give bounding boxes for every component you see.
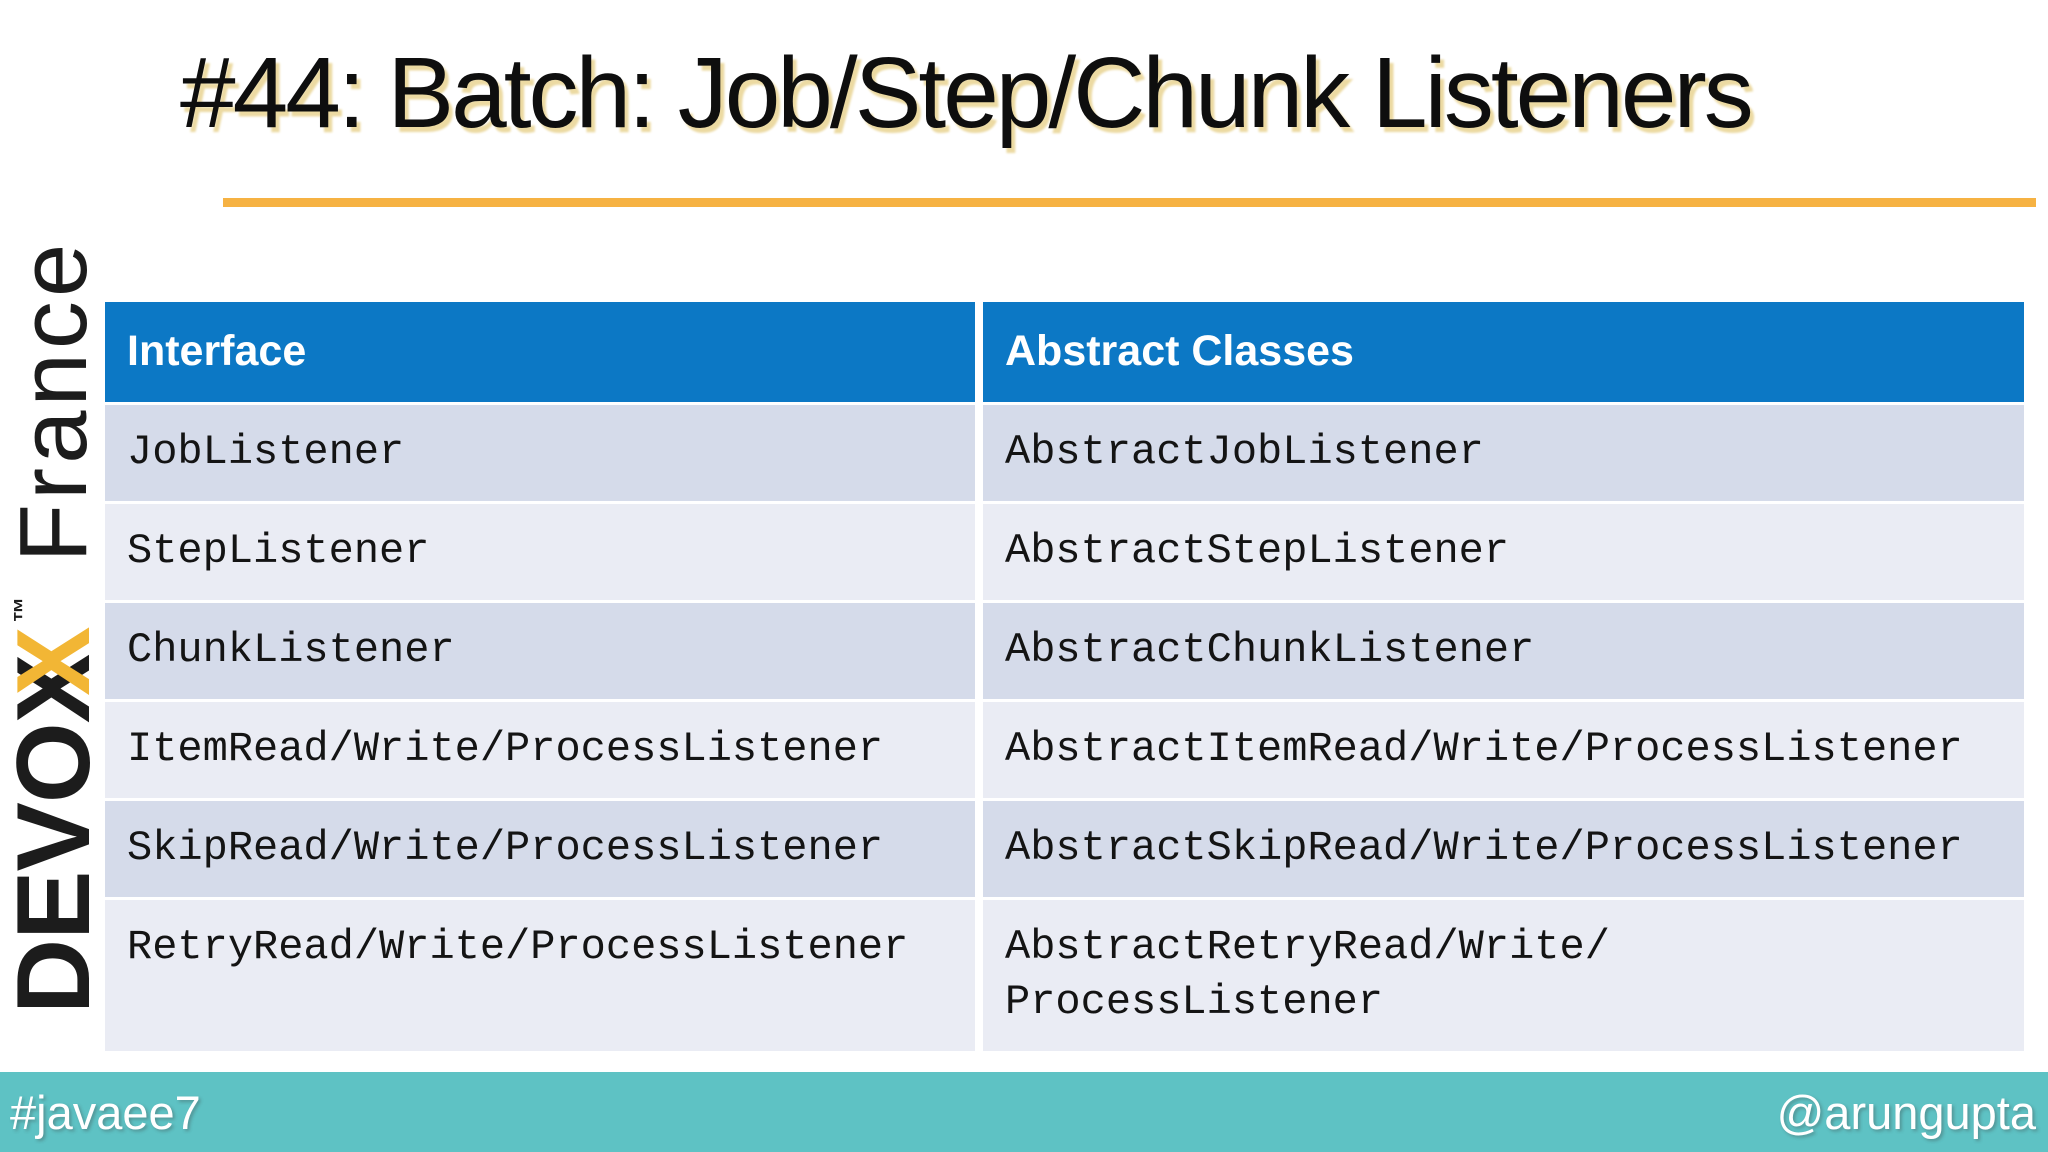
logo-x-yellow: X	[0, 626, 112, 696]
interface-cell: ItemRead/Write/ProcessListener	[105, 702, 975, 798]
footer-hashtag: #javaee7	[10, 1085, 201, 1139]
interface-cell: JobListener	[105, 405, 975, 501]
abstract-class-cell: AbstractItemRead/Write/ProcessListener	[983, 702, 2024, 798]
footer-bar: #javaee7 @arungupta	[0, 1072, 2048, 1152]
column-header-interface: Interface	[105, 302, 975, 402]
title-underline	[223, 198, 2036, 207]
interface-cell: SkipRead/Write/ProcessListener	[105, 801, 975, 897]
interface-cell: StepListener	[105, 504, 975, 600]
trademark-symbol: ™	[8, 596, 38, 623]
logo-text-devo: DEVO	[0, 723, 112, 1014]
abstract-class-cell: AbstractStepListener	[983, 504, 2024, 600]
interface-cell: RetryRead/Write/ProcessListener	[105, 900, 975, 1051]
devoxx-france-wordmark: DEVO X X ™ France	[0, 9, 112, 1014]
interface-cell: ChunkListener	[105, 603, 975, 699]
footer-twitter-handle: @arungupta	[1776, 1085, 2036, 1139]
abstract-class-cell: AbstractJobListener	[983, 405, 2024, 501]
column-header-abstract-classes: Abstract Classes	[983, 302, 2024, 402]
logo-text-france: France	[0, 239, 107, 563]
devoxx-france-logo: DEVO X X ™ France	[0, 0, 112, 1152]
table-header-row: Interface Abstract Classes	[105, 302, 2024, 402]
abstract-class-cell: AbstractRetryRead/Write/ ProcessListener	[983, 900, 2024, 1051]
abstract-class-cell: AbstractSkipRead/Write/ProcessListener	[983, 801, 2024, 897]
slide-title: #44: Batch: Job/Step/Chunk Listeners	[180, 37, 1754, 149]
abstract-class-cell: AbstractChunkListener	[983, 603, 2024, 699]
